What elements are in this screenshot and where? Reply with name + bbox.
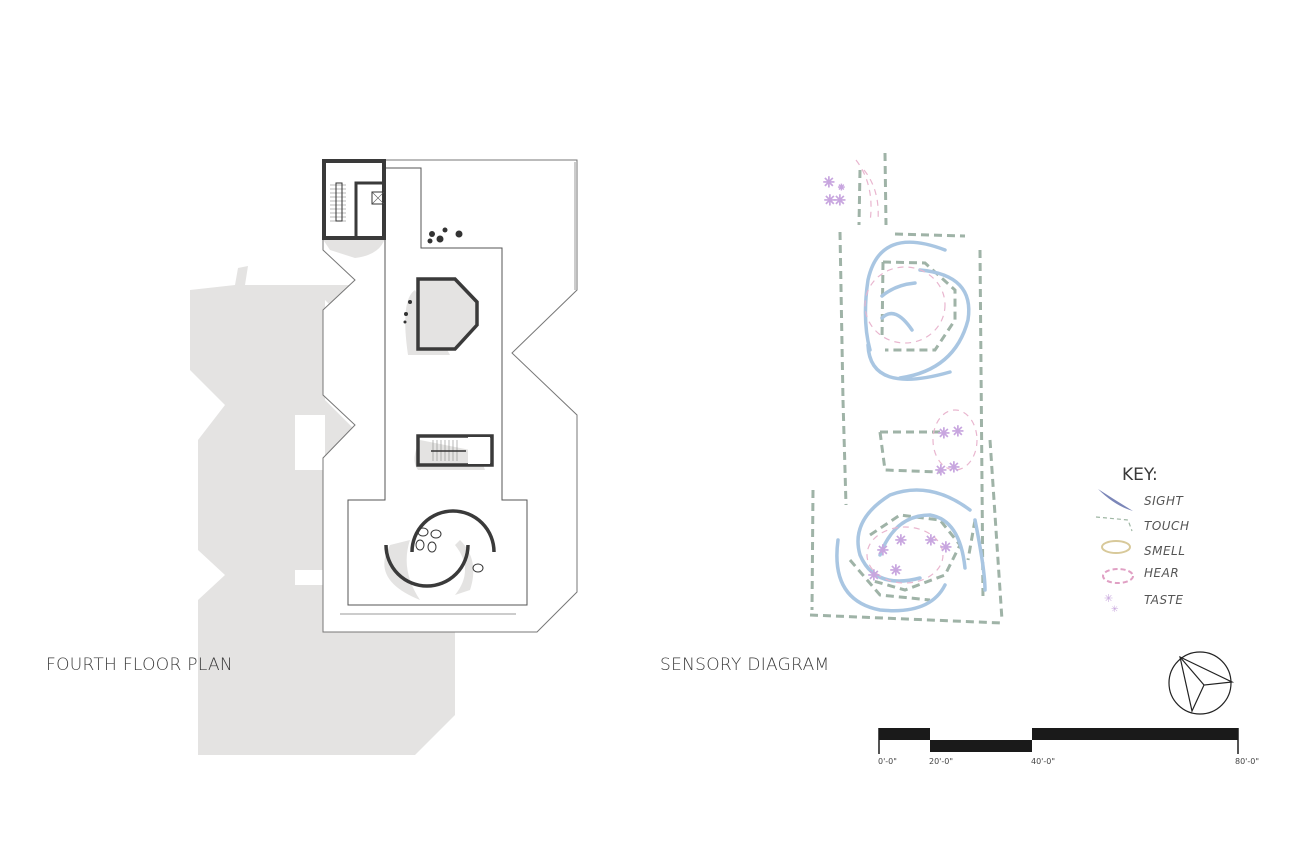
- svg-text:✳: ✳: [925, 533, 937, 549]
- legend-smell: SMELL: [1144, 544, 1186, 558]
- floor-plan-title: FOURTH FLOOR PLAN: [46, 655, 233, 675]
- legend-touch: TOUCH: [1144, 519, 1190, 533]
- svg-text:✳: ✳: [940, 540, 952, 556]
- taste-star-icon: ✳: [1104, 592, 1113, 605]
- svg-text:✳: ✳: [890, 563, 902, 579]
- scale-label-0: 0'-0": [878, 757, 897, 766]
- svg-text:✳: ✳: [877, 543, 889, 559]
- legend-taste: TASTE: [1144, 593, 1184, 607]
- svg-text:✳: ✳: [868, 568, 880, 584]
- svg-text:✳: ✳: [938, 426, 950, 442]
- svg-text:✳: ✳: [952, 424, 964, 440]
- scale-label-40: 40'-0": [1031, 757, 1056, 766]
- svg-text:✳: ✳: [1111, 605, 1119, 615]
- svg-text:✳: ✳: [895, 533, 907, 549]
- svg-text:✳: ✳: [935, 463, 947, 479]
- sensory-diagram-title: SENSORY DIAGRAM: [660, 655, 830, 675]
- legend-sight: SIGHT: [1144, 494, 1184, 508]
- scale-label-20: 20'-0": [929, 757, 954, 766]
- svg-text:✳: ✳: [823, 175, 835, 191]
- touch-dash-icon: [1095, 516, 1133, 532]
- legend-title: KEY:: [1122, 465, 1158, 485]
- svg-text:✳: ✳: [948, 460, 960, 476]
- svg-text:✳: ✳: [824, 193, 836, 209]
- hear-dashed-ring-icon: [1102, 568, 1134, 584]
- smell-ring-icon: [1101, 540, 1131, 554]
- svg-text:✳: ✳: [838, 183, 845, 192]
- svg-text:✳: ✳: [834, 193, 846, 209]
- scale-label-80: 80'-0": [1235, 757, 1260, 766]
- legend-hear: HEAR: [1144, 566, 1180, 580]
